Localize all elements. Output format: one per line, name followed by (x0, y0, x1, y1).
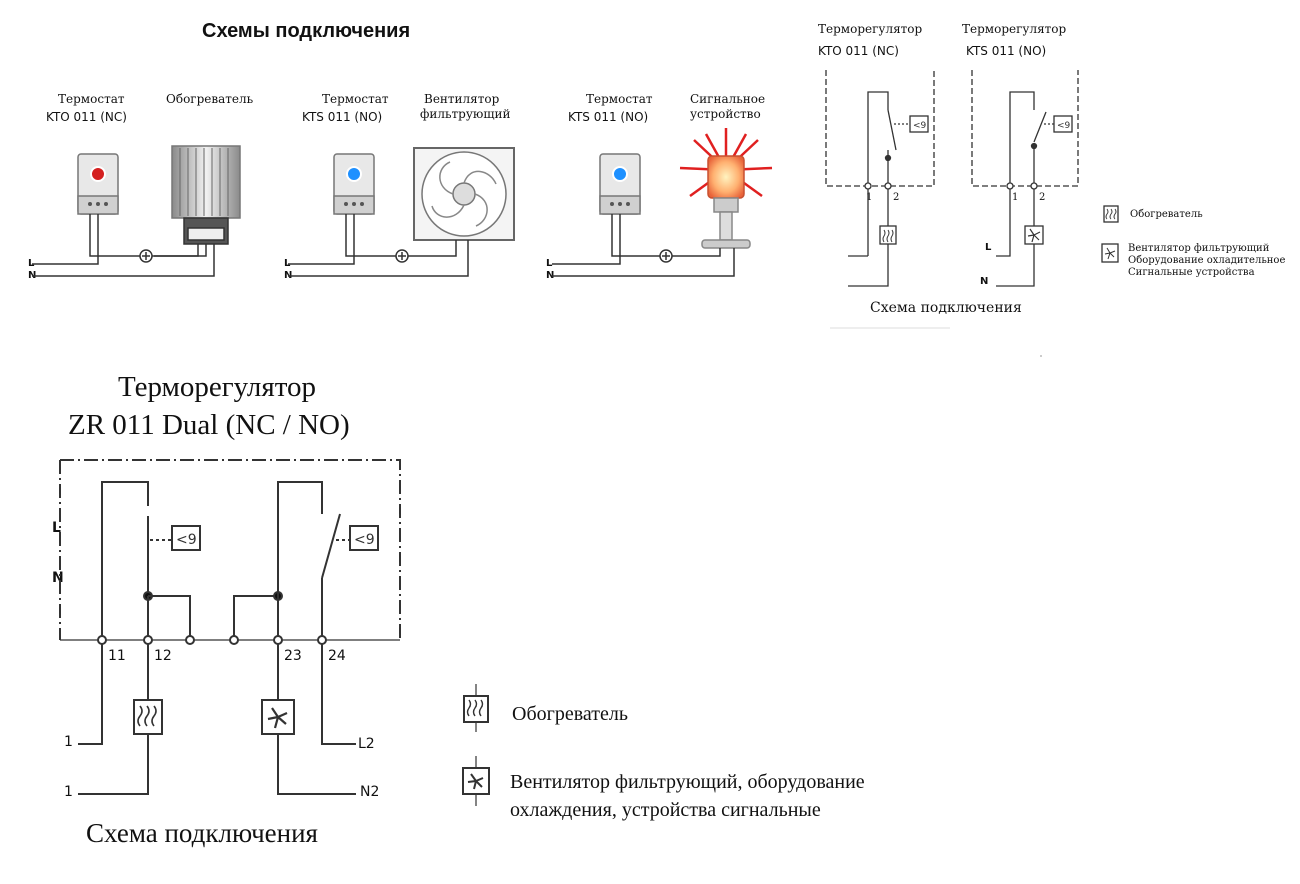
ss-right-model: KTS 011 (NO) (966, 44, 1047, 58)
thermostat-kts-icon-2 (599, 153, 641, 215)
ss-legend-fan-1: Вентилятор фильтрующий (1128, 243, 1270, 254)
dual-side-n: N (52, 570, 64, 586)
dual-model: ZR 011 Dual (NC / NO) (68, 409, 350, 441)
dual-terminal-11: 11 (108, 648, 126, 664)
fan-icon (413, 147, 515, 241)
thermostat-kto-icon (77, 153, 119, 215)
diagram1-wiring (32, 145, 241, 277)
dual-caption: Схема подключения (86, 818, 318, 848)
ss-line-n: N (980, 276, 989, 287)
d1-device-label: Термостат (58, 92, 125, 106)
signal-lamp-icon (679, 128, 773, 249)
ss-legend-fan-2: Оборудование охладительное (1128, 255, 1286, 266)
d3-device-model: KTS 011 (NO) (568, 110, 649, 124)
dual-legend-fan-2: охлаждения, устройства сигнальные (510, 799, 821, 821)
small-schematic: <9 <9 (825, 70, 1119, 329)
ss-term-1a: 1 (866, 192, 873, 203)
ss-left-model: KTO 011 (NC) (818, 44, 899, 58)
page-title: Схемы подключения (202, 20, 411, 42)
ss-caption: Схема подключения (870, 300, 1022, 316)
d2-line-l: L (284, 258, 291, 269)
dual-line-l2: L2 (358, 736, 375, 752)
d3-device-label: Термостат (586, 92, 653, 106)
thermostat-kts-icon (333, 153, 375, 215)
ss-legend-fan-3: Сигнальные устройства (1128, 267, 1255, 278)
d3-load-label-1: Сигнальное (690, 92, 766, 106)
diagram3-wiring (552, 128, 773, 277)
fan-legend-icon (462, 756, 490, 806)
d2-load-label-1: Вентилятор (424, 92, 500, 106)
ss-term-2b: 2 (1039, 192, 1046, 203)
ss-legend-heater: Обогреватель (1130, 209, 1203, 220)
ss-right-title: Терморегулятор (962, 22, 1067, 36)
d3-line-n: N (546, 270, 555, 281)
heater-legend-icon (463, 684, 489, 732)
diagram2-wiring (288, 147, 515, 277)
ss-term-1b: 1 (1012, 192, 1019, 203)
d2-device-model: KTS 011 (NO) (302, 110, 383, 124)
d1-load-label: Обогреватель (166, 92, 254, 106)
dual-terminal-12: 12 (154, 648, 172, 664)
dual-schematic: <9 <9 (59, 459, 490, 806)
d2-device-label: Термостат (322, 92, 389, 106)
d3-load-label-2: устройство (690, 107, 761, 121)
dual-line-n2: N2 (360, 784, 380, 800)
heater-icon (171, 145, 241, 245)
d1-device-model: KTO 011 (NC) (46, 110, 127, 124)
ss-left-title: Терморегулятор (818, 22, 923, 36)
dual-line-1a: 1 (64, 734, 73, 750)
svg-text:<9: <9 (913, 121, 927, 131)
d2-load-label-2: фильтрующий (420, 107, 511, 121)
ss-term-2a: 2 (893, 192, 900, 203)
dual-legend-fan-1: Вентилятор фильтрующий, оборудование (510, 771, 865, 793)
svg-text:<9: <9 (1057, 121, 1071, 131)
dual-side-l: L (52, 520, 61, 536)
svg-text:<9: <9 (176, 532, 197, 548)
d3-line-l: L (546, 258, 553, 269)
ss-line-l: L (985, 242, 992, 253)
dual-terminal-23: 23 (284, 648, 302, 664)
svg-text:<9: <9 (354, 532, 375, 548)
dual-terminal-24: 24 (328, 648, 346, 664)
dual-title: Терморегулятор (118, 371, 316, 403)
dual-legend-heater: Обогреватель (512, 703, 628, 725)
dual-line-1b: 1 (64, 784, 73, 800)
d1-line-l: L (28, 258, 35, 269)
